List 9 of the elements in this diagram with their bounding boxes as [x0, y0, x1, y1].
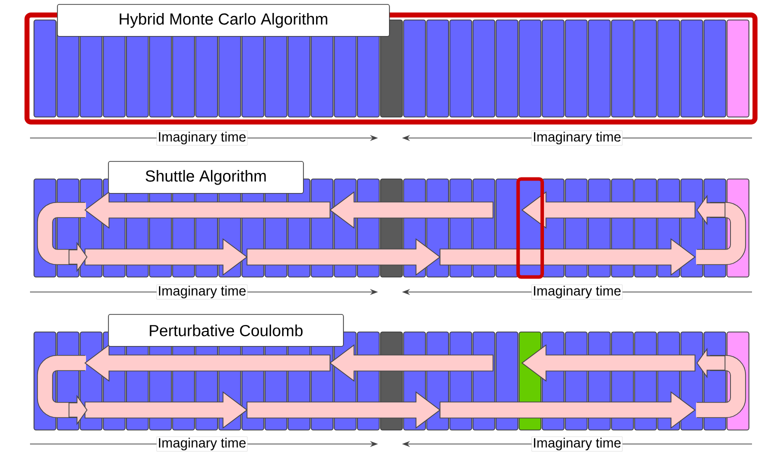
axis-label: Imaginary time	[156, 130, 248, 146]
axis-label: Imaginary time	[156, 436, 248, 452]
title-box: Perturbative Coulomb	[108, 314, 344, 347]
title-box: Hybrid Monte Carlo Algorithm	[57, 4, 390, 37]
axis-label: Imaginary time	[532, 436, 622, 452]
title-box: Shuttle Algorithm	[108, 161, 304, 194]
axis-label: Imaginary time	[532, 284, 622, 300]
axis-label: Imaginary time	[532, 130, 622, 146]
axis-label: Imaginary time	[156, 284, 248, 300]
